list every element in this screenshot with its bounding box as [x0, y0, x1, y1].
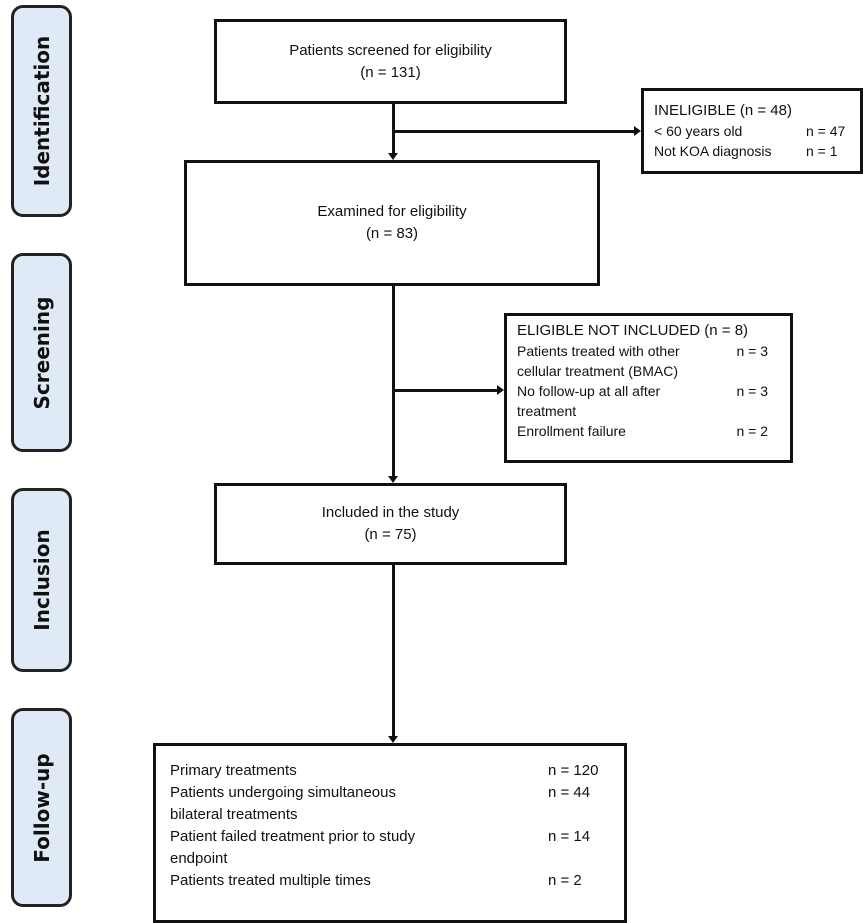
box-count: (n = 83) [365, 225, 419, 242]
item-label: < 60 years old [654, 123, 743, 139]
item-label: Patients treated multiple times [170, 872, 371, 889]
list-item: Patient failed treatment prior to study … [170, 826, 610, 870]
arrow-head [388, 736, 398, 743]
list-item: No follow-up at all after treatment n = 3 [517, 381, 768, 421]
item-count: n = 1 [806, 143, 838, 159]
box-title: Patients screened for eligibility [289, 41, 492, 59]
list-item: Primary treatments n = 120 [170, 760, 610, 782]
stage-follow-up: Follow-up [11, 708, 72, 907]
screened-box: Patients screened for eligibility (n = 1… [214, 19, 567, 104]
connector [392, 285, 395, 478]
stage-screening: Screening [11, 253, 72, 452]
item-count: n = 2 [548, 872, 582, 889]
list-item: Patients treated with other cellular tre… [517, 341, 768, 381]
stage-label: Screening [29, 296, 54, 409]
box-count: (n = 131) [360, 63, 421, 81]
list-item: Patients undergoing simultaneous bilater… [170, 782, 610, 826]
connector [392, 103, 395, 155]
arrow-head [388, 476, 398, 483]
stage-label: Inclusion [29, 529, 54, 631]
item-count: n = 14 [548, 828, 591, 845]
box-title: Examined for eligibility [317, 203, 467, 220]
follow-up-box: Primary treatments n = 120 Patients under… [153, 743, 627, 923]
item-label: Patients undergoing simultaneous bilater… [170, 784, 396, 823]
connector [393, 130, 635, 133]
arrow-head [388, 153, 398, 160]
item-count: n = 47 [806, 123, 846, 139]
item-label: Primary treatments [170, 762, 297, 779]
item-count: n = 3 [736, 343, 768, 359]
stage-label: Identification [29, 35, 54, 187]
item-label: Enrollment failure [517, 423, 626, 439]
stage-label: Follow-up [29, 752, 54, 863]
item-count: n = 44 [548, 784, 591, 801]
connector [393, 389, 497, 392]
box-title: INELIGIBLE (n = 48) [654, 102, 792, 119]
item-label: No follow-up at all after treatment [517, 383, 661, 419]
stage-identification: Identification [11, 5, 72, 217]
item-label: Patient failed treatment prior to study … [170, 828, 416, 867]
eligible-not-included-box: ELIGIBLE NOT INCLUDED (n = 8) Patients t… [504, 313, 793, 463]
list-item: < 60 years old n = 47 [654, 121, 850, 141]
arrow-head [497, 385, 504, 395]
box-title: Included in the study [321, 504, 460, 521]
item-count: n = 3 [736, 383, 768, 399]
list-item: Enrollment failure n = 2 [517, 421, 768, 441]
arrow-head [634, 126, 641, 136]
connector [392, 564, 395, 737]
stage-inclusion: Inclusion [11, 488, 72, 672]
box-title: ELIGIBLE NOT INCLUDED (n = 8) [517, 322, 749, 339]
included-box: Included in the study (n = 75) [214, 483, 567, 565]
item-label: Not KOA diagnosis [654, 143, 772, 159]
list-item: Patients treated multiple times n = 2 [170, 870, 610, 892]
examined-box: Examined for eligibility (n = 83) [184, 160, 600, 286]
list-item: Not KOA diagnosis n = 1 [654, 141, 850, 161]
box-count: (n = 75) [364, 526, 417, 543]
item-label: Patients treated with other cellular tre… [517, 343, 680, 379]
ineligible-box: INELIGIBLE (n = 48) < 60 years old n = 47… [641, 88, 863, 174]
item-count: n = 2 [736, 423, 768, 439]
item-count: n = 120 [548, 762, 599, 779]
